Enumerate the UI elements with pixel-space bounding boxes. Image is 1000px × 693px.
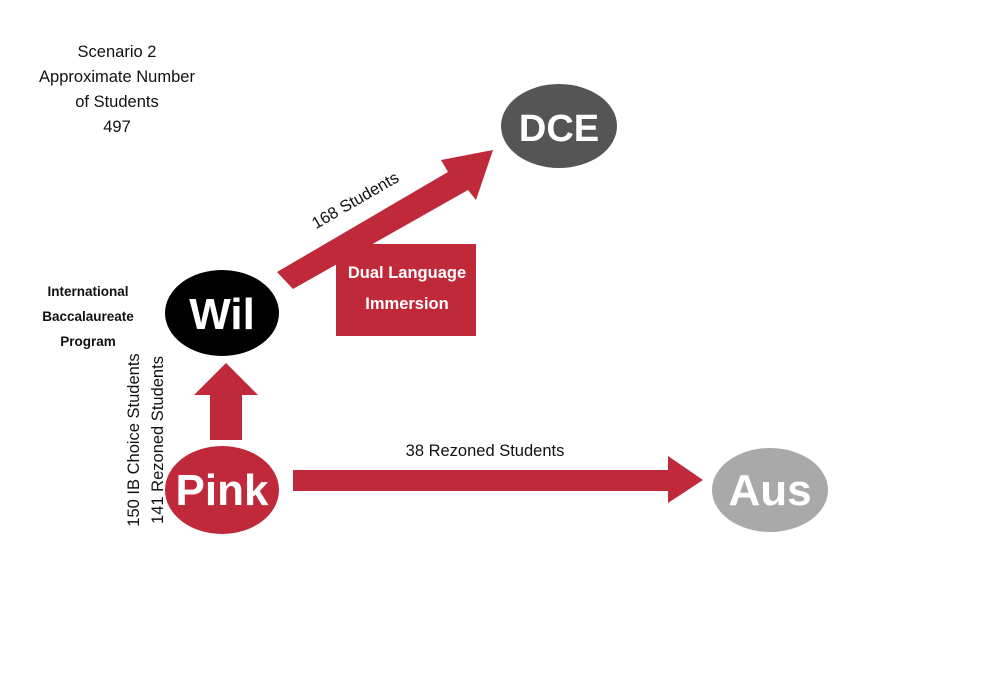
scenario-total: 497 bbox=[103, 118, 131, 136]
node-pink-shape bbox=[165, 446, 279, 534]
node-aus: Aus bbox=[712, 448, 828, 532]
dual-language-line1: Dual Language bbox=[348, 264, 466, 282]
ib-line3: Program bbox=[60, 334, 116, 349]
node-aus-label: Aus bbox=[728, 466, 811, 515]
flow-label-pink-to-aus: 38 Rezoned Students bbox=[406, 442, 565, 460]
arrow-pink-to-aus bbox=[293, 456, 703, 503]
dual-language-box: Dual Language Immersion bbox=[336, 244, 476, 336]
node-aus-shape bbox=[712, 448, 828, 532]
dual-language-line2: Immersion bbox=[365, 295, 448, 313]
scenario-title: Scenario 2 bbox=[78, 43, 157, 61]
flow-label-rezoned: 141 Rezoned Students bbox=[149, 356, 167, 524]
scenario-summary: Scenario 2 Approximate Number of Student… bbox=[39, 43, 195, 136]
node-pink-label: Pink bbox=[176, 466, 269, 515]
node-dce-shape bbox=[501, 84, 617, 168]
node-wil: Wil bbox=[165, 270, 279, 356]
node-wil-label: Wil bbox=[189, 290, 255, 339]
node-pink: Pink bbox=[165, 446, 279, 534]
scenario-line-approx: Approximate Number bbox=[39, 68, 195, 86]
ib-line2: Baccalaureate bbox=[42, 309, 134, 324]
arrow-pink-to-wil bbox=[194, 363, 258, 440]
node-dce: DCE bbox=[501, 84, 617, 168]
ib-program-label: International Baccalaureate Program bbox=[42, 284, 134, 349]
flow-label-ib-choice: 150 IB Choice Students bbox=[125, 353, 143, 526]
dual-language-rect bbox=[336, 244, 476, 336]
scenario-line-students: of Students bbox=[75, 93, 158, 111]
node-dce-label: DCE bbox=[519, 108, 599, 150]
ib-line1: International bbox=[47, 284, 128, 299]
node-wil-shape bbox=[165, 270, 279, 356]
arrow-wil-to-dce bbox=[277, 150, 493, 289]
